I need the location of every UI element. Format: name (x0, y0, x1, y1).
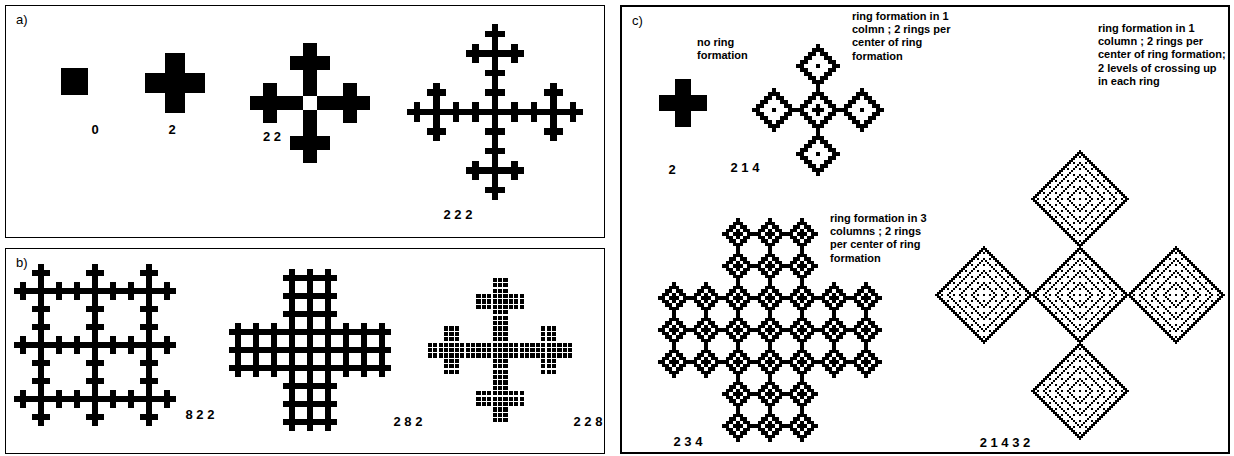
ring-figure (786, 346, 818, 378)
ring-figure (690, 282, 722, 314)
ring-cluster-figure (1031, 342, 1129, 440)
ring-cluster-figure (1031, 150, 1129, 248)
code-label: 2 (168, 122, 175, 138)
fractal-figure (145, 53, 205, 113)
fractal-figure (14, 264, 176, 426)
ring-figure (722, 346, 754, 378)
panel-frame: a) (5, 5, 605, 238)
panel-letter: b) (16, 255, 28, 270)
annotation-note: ring formation in 1 column ; 2 rings per… (1098, 22, 1226, 88)
code-label: 2 (668, 162, 675, 178)
ring-figure (722, 218, 754, 250)
code-label: 2 1 4 (731, 160, 760, 176)
ring-figure (850, 282, 882, 314)
ring-cluster-figure (1031, 246, 1129, 344)
ring-figure (754, 410, 786, 442)
ring-figure (658, 346, 690, 378)
code-label: 2 8 2 (394, 414, 423, 430)
ring-figure (754, 250, 786, 282)
panel-frame: b) (5, 248, 605, 454)
ring-figure (722, 410, 754, 442)
ring-figure (754, 282, 786, 314)
fractal-figure (428, 278, 573, 423)
ring-figure (752, 88, 796, 132)
code-label: 2 2 (263, 129, 281, 145)
ring-figure (754, 314, 786, 346)
ring-figure (786, 314, 818, 346)
code-label: 8 2 2 (186, 407, 215, 423)
annotation-note: ring formation in 3 columns ; 2 rings pe… (830, 212, 938, 265)
code-label: 2 2 2 (444, 207, 473, 223)
fractal-figure (407, 24, 583, 200)
annotation-note: ring formation in 1 colmn ; 2 rings per … (852, 10, 957, 63)
fractal-figure (250, 43, 370, 163)
fractal-figure (659, 79, 707, 127)
ring-figure (722, 314, 754, 346)
ring-figure (722, 282, 754, 314)
ring-figure (818, 314, 850, 346)
code-label: 2 3 4 (674, 434, 703, 450)
ring-figure (840, 88, 884, 132)
fractal-figure (61, 68, 88, 95)
ring-figure (754, 378, 786, 410)
ring-figure (786, 378, 818, 410)
code-label: 2 2 8 (574, 414, 603, 430)
ring-cluster-figure (935, 246, 1033, 344)
ring-figure (796, 44, 840, 88)
ring-figure (786, 282, 818, 314)
ring-figure (850, 314, 882, 346)
ring-cluster-figure (1127, 246, 1225, 344)
code-label: 2 1 4 3 2 (980, 435, 1031, 451)
ring-figure (796, 132, 840, 176)
ring-figure (850, 346, 882, 378)
ring-figure (722, 250, 754, 282)
panel-letter: a) (16, 12, 28, 27)
annotation-note: no ring formation (697, 36, 757, 62)
fractal-figure (229, 269, 391, 431)
code-label: 0 (91, 122, 98, 138)
ring-figure (690, 314, 722, 346)
ring-figure (818, 346, 850, 378)
ring-figure (658, 314, 690, 346)
ring-figure (786, 250, 818, 282)
panel-letter: c) (632, 13, 643, 28)
ring-figure (754, 218, 786, 250)
ring-figure (786, 218, 818, 250)
ring-figure (754, 346, 786, 378)
ring-figure (786, 410, 818, 442)
ring-figure (818, 282, 850, 314)
ring-figure (796, 88, 840, 132)
ring-figure (658, 282, 690, 314)
ring-figure (690, 346, 722, 378)
ring-figure (722, 378, 754, 410)
